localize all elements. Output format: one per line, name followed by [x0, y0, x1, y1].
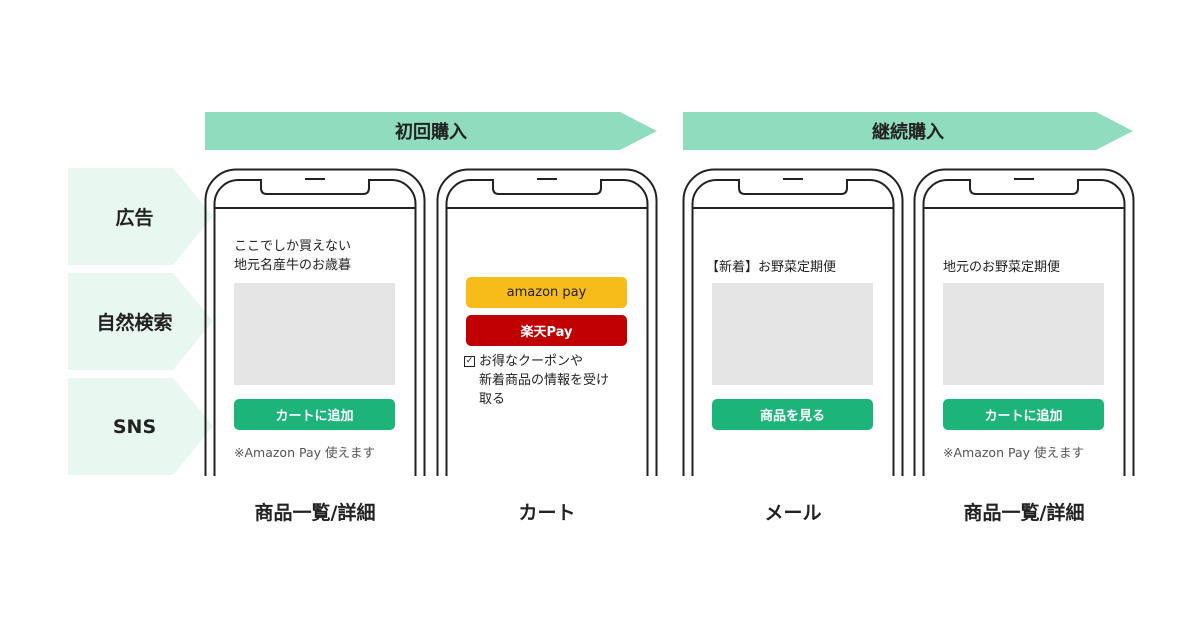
- rakuten-pay-button[interactable]: 楽天Pay: [466, 315, 627, 346]
- step-label: メール: [764, 502, 822, 524]
- repeat-purchase-banner: 継続購入: [683, 112, 1133, 150]
- phone-product-page-repeat: 地元のお野菜定期便 カートに追加 ※Amazon Pay 使えます: [913, 168, 1135, 476]
- image-placeholder: [234, 283, 395, 385]
- checkbox-label: 新着商品の情報を受け: [479, 373, 610, 388]
- add-to-cart-button[interactable]: カートに追加: [943, 399, 1104, 430]
- phone-product-page: ここでしか買えない地元名産牛のお歳暮 カートに追加 ※Amazon Pay 使え…: [204, 168, 426, 476]
- phone-frame: [204, 168, 426, 476]
- phone-cart: amazon pay 楽天Pay ✓ お得なクーポンや新着商品の情報を受け取る: [436, 168, 658, 476]
- view-product-button[interactable]: 商品を見る: [712, 399, 873, 430]
- checkbox-label: 取る: [479, 392, 506, 407]
- amazon-pay-button[interactable]: amazon pay: [466, 277, 627, 308]
- checkbox-icon[interactable]: ✓: [464, 356, 475, 367]
- banner-label: 継続購入: [872, 122, 944, 143]
- channel-label: 自然検索: [96, 312, 173, 334]
- phone-frame: [682, 168, 904, 476]
- step-label: 商品一覧/詳細: [254, 502, 376, 524]
- headline: 地元名産牛のお歳暮: [234, 258, 352, 273]
- channel-label: 広告: [115, 207, 154, 229]
- note: ※Amazon Pay 使えます: [234, 445, 375, 460]
- note: ※Amazon Pay 使えます: [943, 445, 1084, 460]
- channel-sns: SNS: [68, 378, 213, 475]
- step-label: 商品一覧/詳細: [963, 502, 1085, 524]
- channel-label: SNS: [112, 415, 157, 438]
- first-purchase-banner: 初回購入: [205, 112, 657, 150]
- add-to-cart-button[interactable]: カートに追加: [234, 399, 395, 430]
- channel-ads: 広告: [68, 168, 213, 265]
- headline: 地元のお野菜定期便: [943, 260, 1061, 275]
- checkbox-label: お得なクーポンや: [479, 354, 584, 369]
- newsletter-checkbox[interactable]: ✓ お得なクーポンや新着商品の情報を受け取る: [464, 352, 609, 409]
- step-label: カート: [518, 502, 576, 524]
- channel-organic-search: 自然検索: [68, 273, 213, 370]
- headline: 【新着】お野菜定期便: [706, 260, 837, 275]
- image-placeholder: [943, 283, 1104, 385]
- phone-frame: [913, 168, 1135, 476]
- image-placeholder: [712, 283, 873, 385]
- banner-label: 初回購入: [395, 122, 467, 143]
- phone-frame: [436, 168, 658, 476]
- headline: ここでしか買えない: [234, 239, 352, 254]
- phone-email: 【新着】お野菜定期便 商品を見る: [682, 168, 904, 476]
